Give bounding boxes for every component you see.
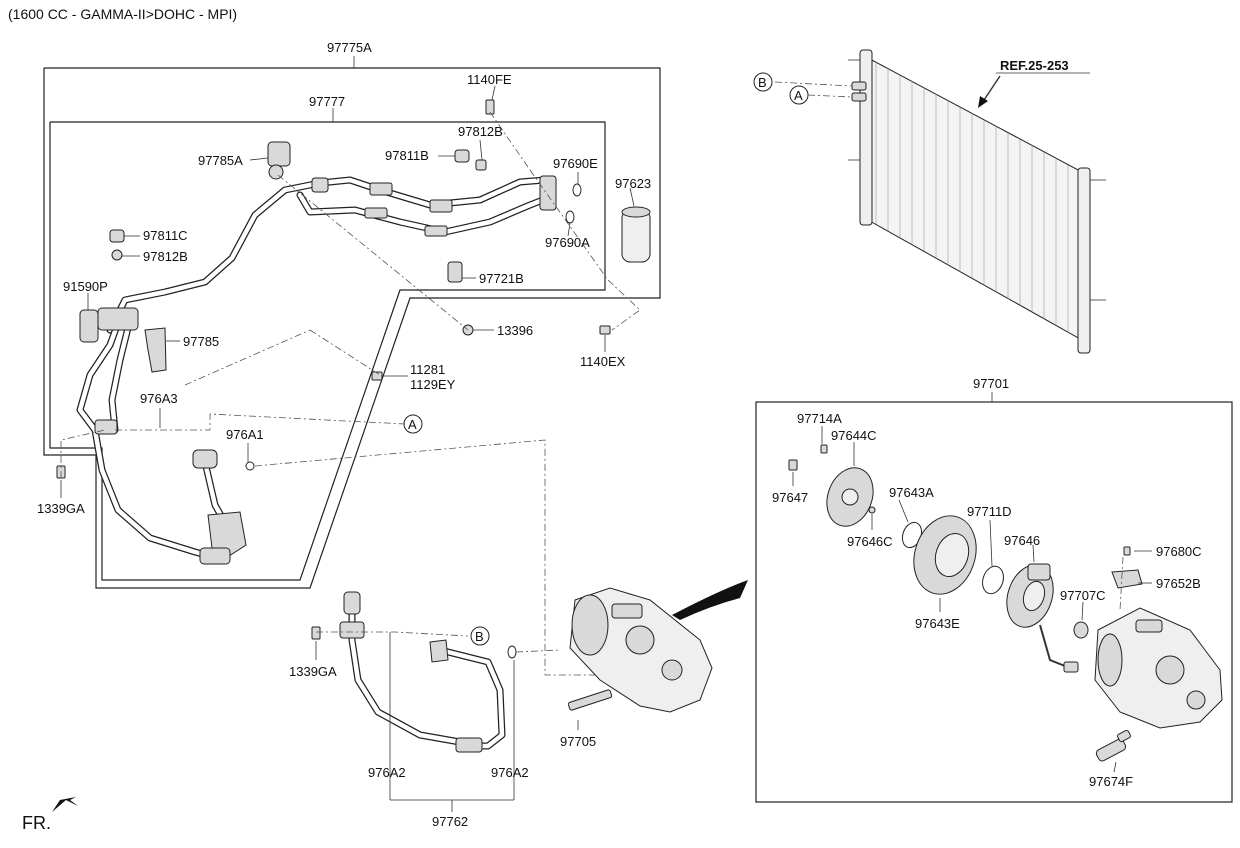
label-1140EX[interactable]: 1140EX (580, 354, 626, 369)
label-97680C[interactable]: 97680C (1156, 544, 1202, 559)
label-97646[interactable]: 97646 (1004, 533, 1040, 548)
label-1129EY[interactable]: 1129EY (410, 377, 456, 392)
label-97721B[interactable]: 97721B (479, 271, 524, 286)
label-97785[interactable]: 97785 (183, 334, 219, 349)
svg-text:B: B (758, 75, 767, 90)
label-976A3[interactable]: 976A3 (140, 391, 178, 406)
assembly-97777-frame (49, 108, 606, 581)
callout-a-condenser: A (789, 85, 809, 105)
label-976A2-right[interactable]: 976A2 (491, 765, 529, 780)
callout-b-condenser: B (753, 72, 773, 92)
label-97643A[interactable]: 97643A (889, 485, 934, 500)
label-1339GA-bottom[interactable]: 1339GA (289, 664, 337, 679)
label-97623[interactable]: 97623 (615, 176, 651, 191)
front-arrow-icon (52, 797, 78, 812)
label-97714A[interactable]: 97714A (797, 411, 842, 426)
label-976A2-left[interactable]: 976A2 (368, 765, 406, 780)
label-97646C[interactable]: 97646C (847, 534, 893, 549)
assembly-97701-frame (755, 401, 1233, 803)
label-97690E[interactable]: 97690E (553, 156, 598, 171)
suction-discharge-pipe-assembly (56, 99, 651, 565)
compressor-exploded-parts (788, 444, 1223, 762)
ref-arrow (978, 72, 1090, 108)
label-97701[interactable]: 97701 (973, 376, 1009, 391)
label-97785A[interactable]: 97785A (198, 153, 243, 168)
label-97711D[interactable]: 97711D (967, 504, 1012, 519)
label-97812B-top[interactable]: 97812B (458, 124, 503, 139)
svg-text:A: A (794, 88, 803, 103)
svg-text:A: A (408, 417, 417, 432)
label-97812B-left[interactable]: 97812B (143, 249, 188, 264)
label-97777[interactable]: 97777 (309, 94, 345, 109)
label-97644C[interactable]: 97644C (831, 428, 877, 443)
compressor-icon (567, 580, 748, 730)
label-97707C[interactable]: 97707C (1060, 588, 1106, 603)
assembly-97775A-frame (43, 56, 661, 589)
right-leaders (792, 426, 1152, 773)
label-97811C[interactable]: 97811C (143, 228, 188, 243)
callout-a-left: A (403, 414, 423, 434)
condenser-icon (848, 49, 1106, 354)
label-13396[interactable]: 13396 (497, 323, 533, 338)
label-97811B[interactable]: 97811B (385, 148, 429, 163)
label-97652B[interactable]: 97652B (1156, 576, 1201, 591)
label-97647[interactable]: 97647 (772, 490, 808, 505)
label-97775A[interactable]: 97775A (327, 40, 372, 55)
left-leaders (60, 85, 635, 498)
label-11281[interactable]: 11281 (410, 362, 445, 377)
hose-assembly-97762 (311, 591, 561, 812)
label-91590P[interactable]: 91590P (63, 279, 108, 294)
label-97643E[interactable]: 97643E (915, 616, 960, 631)
label-1140FE[interactable]: 1140FE (467, 72, 512, 87)
label-1339GA-left[interactable]: 1339GA (37, 501, 85, 516)
left-reference-lines (60, 111, 641, 676)
condenser-ref-label[interactable]: REF.25-253 (1000, 58, 1069, 73)
label-97762[interactable]: 97762 (432, 814, 468, 829)
label-97705[interactable]: 97705 (560, 734, 596, 749)
label-97674F[interactable]: 97674F (1089, 774, 1133, 789)
label-97690A[interactable]: 97690A (545, 235, 590, 250)
front-indicator-label: FR. (22, 813, 51, 833)
svg-text:B: B (475, 629, 484, 644)
callout-b-bottom: B (470, 626, 490, 646)
label-976A1[interactable]: 976A1 (226, 427, 264, 442)
engine-spec-title: (1600 CC - GAMMA-II>DOHC - MPI) (8, 6, 237, 22)
